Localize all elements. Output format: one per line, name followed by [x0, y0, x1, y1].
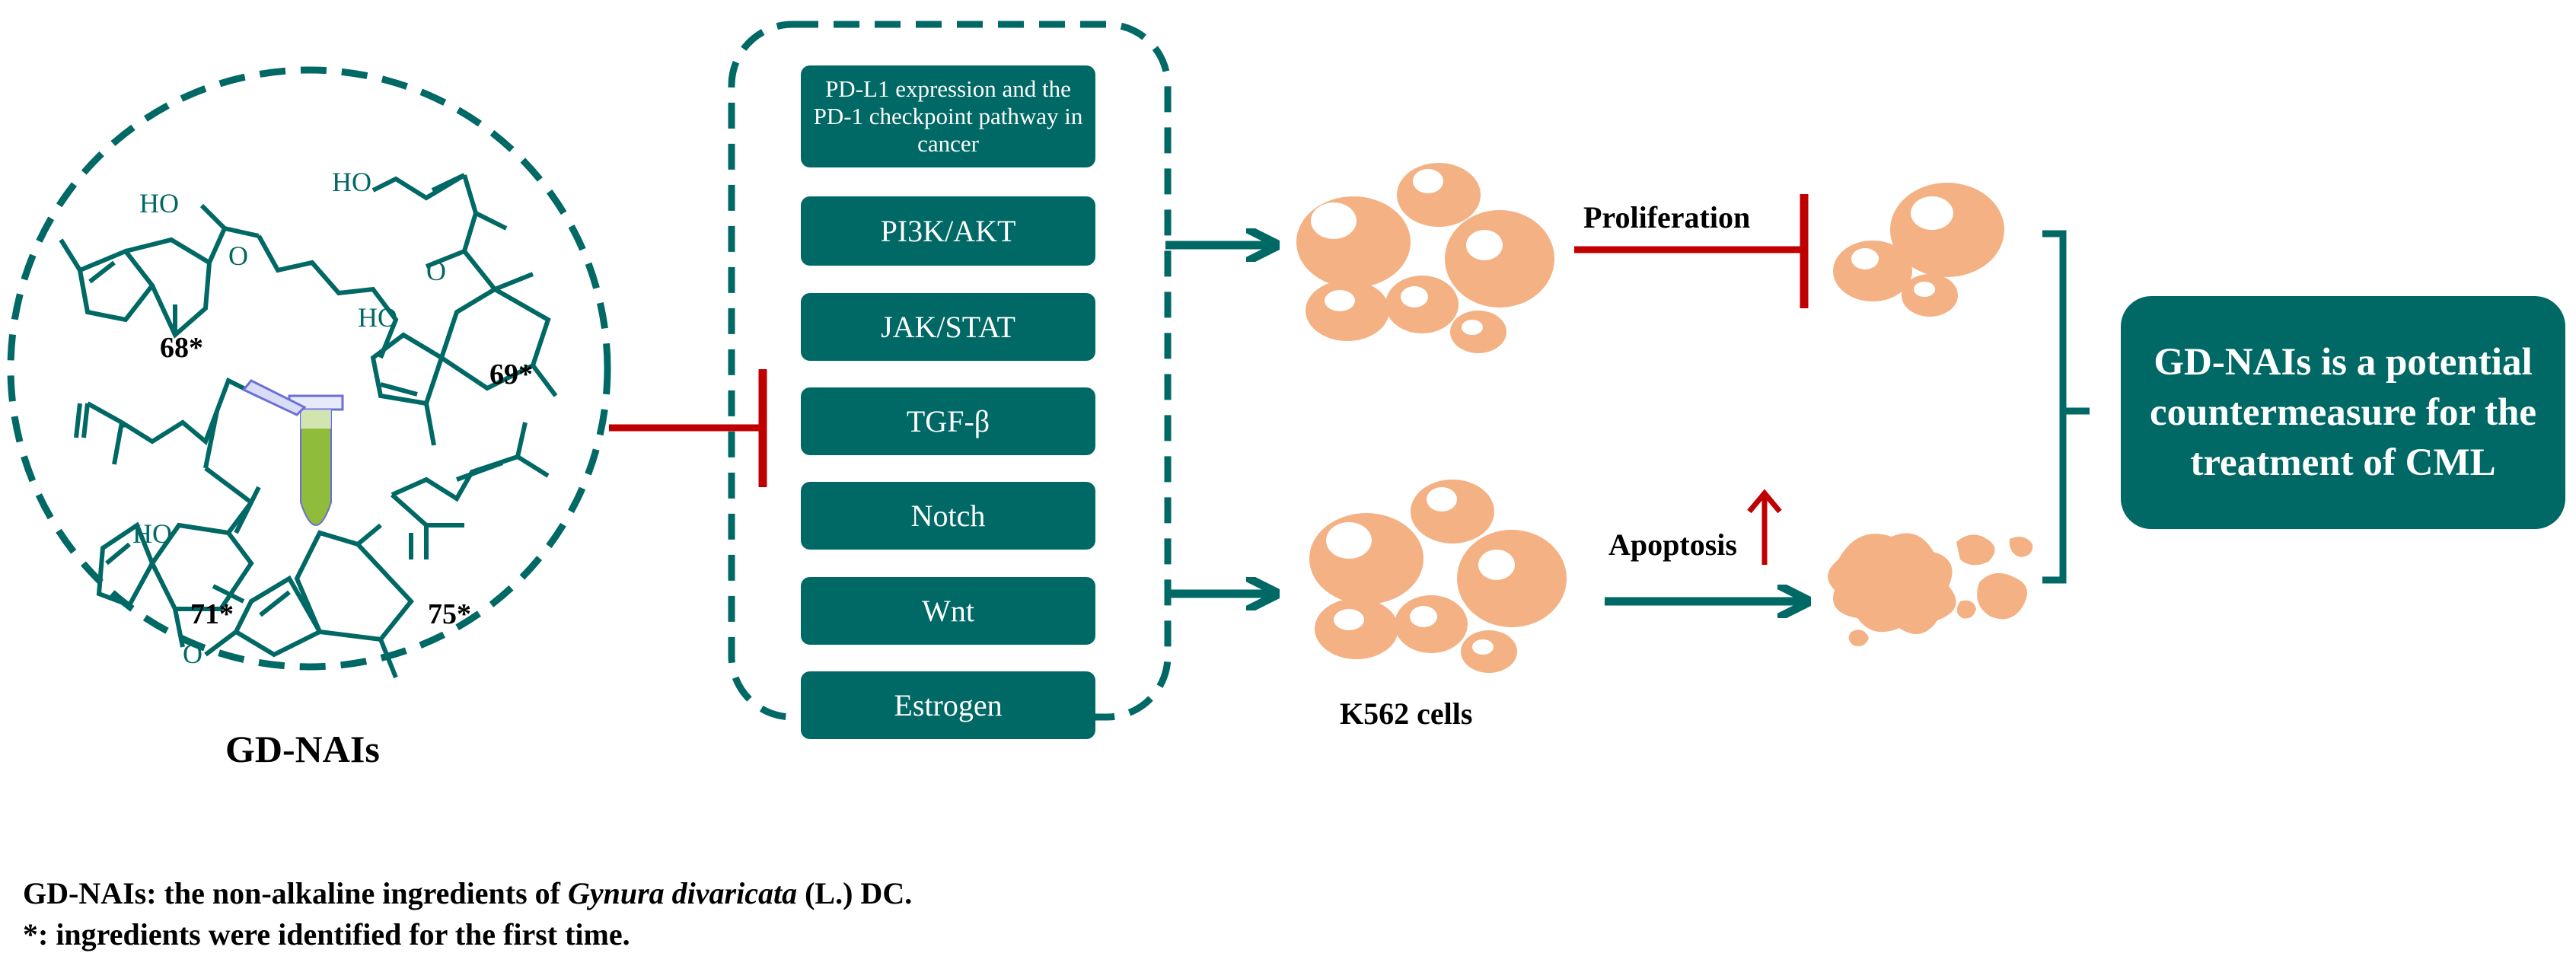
test-tube [241, 379, 344, 526]
pathway-pd-l1: PD-L1 expression and the PD-1 checkpoint… [801, 65, 1095, 167]
compound-label-71: 71* [190, 598, 234, 630]
conclusion-box: GD-NAIs is a potential countermeasure fo… [2121, 296, 2565, 529]
pathway-jak-stat: JAK/STAT [801, 293, 1095, 361]
cell-cluster-reduced [1833, 183, 2004, 317]
atom-label-o-75: O [183, 639, 202, 669]
right-bracket [2042, 230, 2090, 584]
atom-label-ho-68: HO [139, 188, 179, 218]
k562-cells-label: K562 cells [1340, 696, 1473, 731]
footnote-species-name: Gynura divaricata [567, 876, 798, 910]
compound-69-structure [370, 173, 558, 446]
pathway-wnt: Wnt [801, 577, 1095, 645]
footnote-asterisk: *: ingredients were identified for the f… [23, 917, 630, 951]
atom-label-ho-69a: HO [332, 167, 371, 197]
apoptotic-fragments [1828, 533, 2033, 646]
compound-label-69: 69* [489, 359, 533, 390]
compound-75-structure [204, 422, 550, 679]
pathway-tgf-beta: TGF-β [801, 387, 1095, 455]
compound-label-75: 75* [428, 598, 471, 630]
atom-label-o-68: O [228, 241, 248, 271]
footnote-definition-prefix: GD-NAIs: the non-alkaline ingredients of [23, 876, 568, 910]
apoptosis-increase-arrowhead [1747, 489, 1782, 514]
pathway-estrogen: Estrogen [801, 671, 1095, 739]
apoptosis-label: Apoptosis [1608, 528, 1737, 562]
compound-label-68: 68* [160, 332, 203, 364]
compound-71-structure [86, 377, 261, 648]
ether-linker [257, 234, 399, 359]
footnote-definition: GD-NAIs: the non-alkaline ingredients of… [23, 875, 912, 911]
cell-cluster-top [1296, 163, 1554, 353]
proliferation-label: Proliferation [1583, 200, 1751, 234]
compound-68-structure [59, 203, 260, 339]
pathway-pi3k-akt: PI3K/AKT [801, 196, 1095, 266]
ester-fragment [74, 403, 128, 438]
pathway-notch: Notch [801, 482, 1095, 550]
footnote-definition-suffix: (L.) DC. [797, 876, 913, 910]
atom-label-ho-69b: HO [358, 302, 397, 333]
compound-group-label: GD-NAIs [225, 728, 380, 770]
compound-circle [7, 66, 611, 671]
atom-label-ho-71: HO [132, 518, 172, 549]
cell-cluster-k562 [1309, 480, 1567, 673]
atom-label-o-69a: O [426, 256, 446, 286]
